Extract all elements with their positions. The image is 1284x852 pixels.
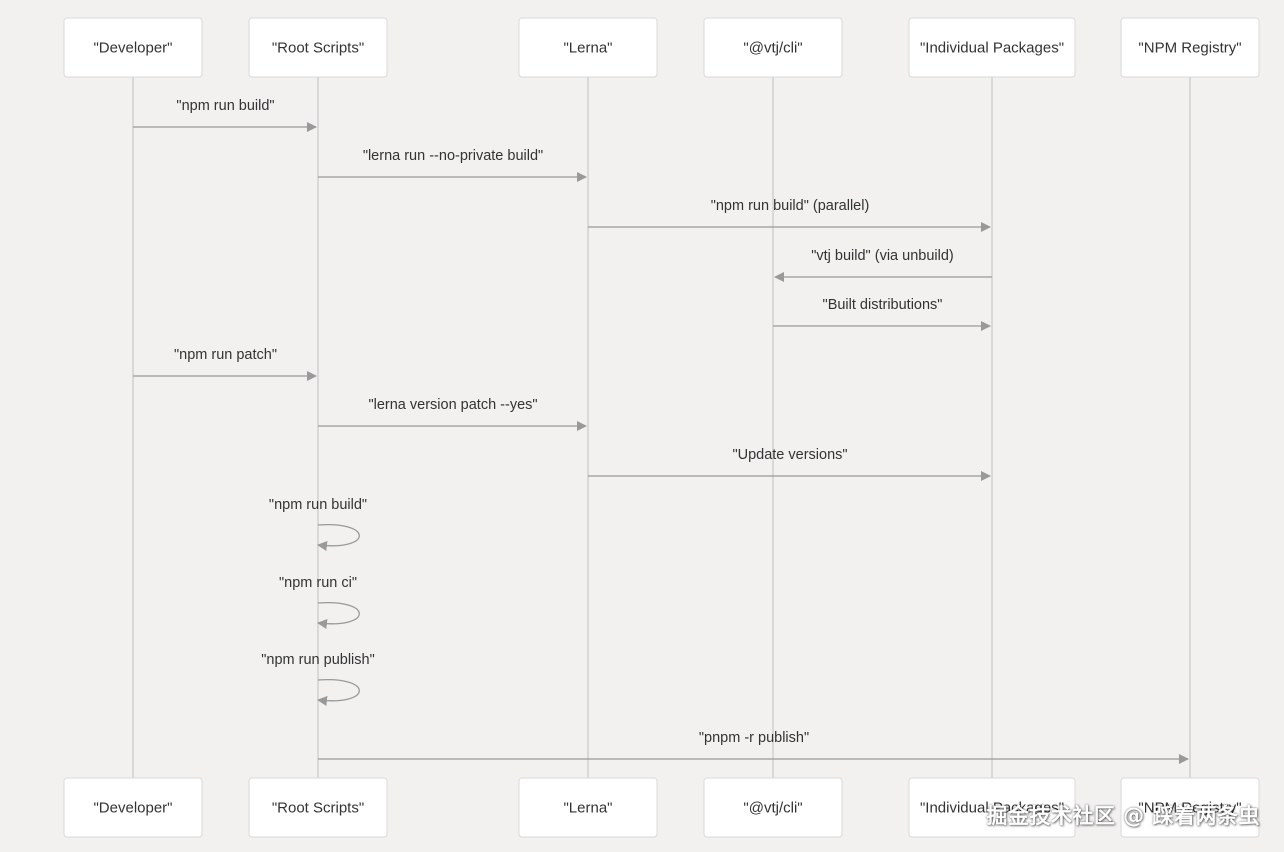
message-label: "lerna version patch --yes" bbox=[368, 397, 537, 413]
actor-label: "NPM Registry" bbox=[1138, 40, 1241, 57]
actor-label: "Individual Packages" bbox=[920, 40, 1064, 57]
message-label: "npm run build" (parallel) bbox=[711, 198, 870, 214]
actor-label: "@vtj/cli" bbox=[743, 40, 802, 57]
self-message-arrow bbox=[317, 679, 360, 706]
actor-box bbox=[63, 17, 203, 78]
message-label: "npm run build" bbox=[176, 98, 274, 114]
message-3: "npm run build" (parallel) bbox=[588, 198, 991, 232]
actor-individual-packages-top: "Individual Packages" bbox=[908, 17, 1076, 78]
actor-label: "Root Scripts" bbox=[272, 800, 364, 817]
message-6: "npm run patch" bbox=[133, 347, 317, 381]
actor-developer-top: "Developer" bbox=[63, 17, 203, 78]
actor-label: "Individual Packages" bbox=[920, 800, 1064, 817]
actor-box bbox=[703, 17, 843, 78]
message-12: "pnpm -r publish" bbox=[318, 730, 1189, 764]
message-2: "lerna run --no-private build" bbox=[318, 148, 587, 182]
actor-individual-packages-bottom: "Individual Packages" bbox=[908, 777, 1076, 838]
actor-developer-bottom: "Developer" bbox=[63, 777, 203, 838]
actor-lerna-bottom: "Lerna" bbox=[518, 777, 658, 838]
message-7: "lerna version patch --yes" bbox=[318, 397, 587, 431]
message-label: "npm run ci" bbox=[279, 575, 357, 591]
actor-label: "Developer" bbox=[93, 40, 172, 57]
message-label: "Update versions" bbox=[732, 447, 847, 463]
actor-label: "Lerna" bbox=[563, 40, 612, 57]
message-label: "npm run build" bbox=[269, 497, 367, 513]
message-label: "vtj build" (via unbuild) bbox=[811, 248, 953, 264]
message-label: "npm run publish" bbox=[261, 652, 374, 668]
actor-box bbox=[518, 17, 658, 78]
actor-label: "Root Scripts" bbox=[272, 40, 364, 57]
actor-npm-registry-bottom: "NPM Registry" bbox=[1120, 777, 1260, 838]
message-label: "npm run patch" bbox=[174, 347, 277, 363]
watermark: 掘金技术社区 @ 踩着两条虫 bbox=[986, 804, 1260, 828]
actor-box bbox=[908, 17, 1076, 78]
message-label: "pnpm -r publish" bbox=[699, 730, 809, 746]
actor-box bbox=[63, 777, 203, 838]
actor-vtj-cli-bottom: "@vtj/cli" bbox=[703, 777, 843, 838]
actor-box bbox=[1120, 777, 1260, 838]
message-label: "Built distributions" bbox=[823, 297, 943, 313]
actor-box bbox=[248, 17, 388, 78]
actor-box bbox=[908, 777, 1076, 838]
actor-npm-registry-top: "NPM Registry" bbox=[1120, 17, 1260, 78]
message-label: "lerna run --no-private build" bbox=[363, 148, 543, 164]
actor-box bbox=[248, 777, 388, 838]
actors-top: "Developer" "Root Scripts" "Lerna" "@vtj/cl… bbox=[63, 17, 1260, 78]
actor-lerna-top: "Lerna" bbox=[518, 17, 658, 78]
message-9: "npm run build" bbox=[269, 497, 367, 551]
actor-label: "@vtj/cli" bbox=[743, 800, 802, 817]
actor-root-scripts-bottom: "Root Scripts" bbox=[248, 777, 388, 838]
actor-box bbox=[703, 777, 843, 838]
message-10: "npm run ci" bbox=[279, 575, 360, 629]
actor-box bbox=[518, 777, 658, 838]
actor-root-scripts-top: "Root Scripts" bbox=[248, 17, 388, 78]
self-message-arrow bbox=[317, 524, 360, 551]
actor-label: "Developer" bbox=[93, 800, 172, 817]
message-5: "Built distributions" bbox=[773, 297, 991, 331]
message-4: "vtj build" (via unbuild) bbox=[774, 248, 992, 282]
actors-bottom: "Developer" "Root Scripts" "Lerna" "@vtj/cl… bbox=[63, 777, 1260, 838]
message-1: "npm run build" bbox=[133, 98, 317, 132]
actor-label: "NPM Registry" bbox=[1138, 800, 1241, 817]
lifelines bbox=[132, 77, 1191, 778]
messages: "npm run build" "lerna run --no-private b… bbox=[133, 98, 1189, 764]
actor-box bbox=[1120, 17, 1260, 78]
actor-vtj-cli-top: "@vtj/cli" bbox=[703, 17, 843, 78]
self-message-arrow bbox=[317, 602, 360, 629]
actor-label: "Lerna" bbox=[563, 800, 612, 817]
message-8: "Update versions" bbox=[588, 447, 991, 481]
message-11: "npm run publish" bbox=[261, 652, 375, 706]
